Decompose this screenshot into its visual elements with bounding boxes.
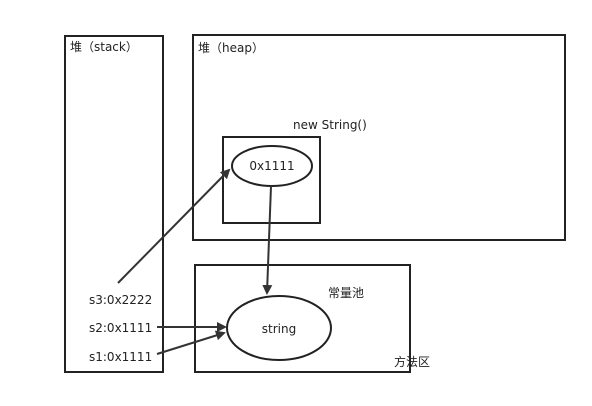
heap-title: 堆（heap）: [198, 41, 264, 55]
method-area-box: [194, 264, 411, 373]
heap-object-address: 0x1111: [249, 159, 294, 173]
constant-pool-label: 常量池: [328, 286, 364, 300]
stack-box: [64, 35, 164, 373]
arrow-s1-to-pool: [156, 330, 226, 355]
heap-object-oval: [231, 145, 313, 187]
heap-box: [192, 34, 566, 241]
stack-var-s3: s3:0x2222: [89, 293, 152, 307]
stack-title: 堆（stack）: [70, 40, 138, 54]
arrow-heap-object-to-pool: [262, 185, 273, 295]
stack-var-s1: s1:0x1111: [89, 350, 152, 364]
stack-var-s2: s2:0x1111: [89, 321, 152, 335]
constant-pool-value: string: [262, 322, 296, 336]
heap-object-label: new String(): [293, 118, 367, 132]
heap-object-box: [222, 136, 321, 224]
constant-pool-oval: [226, 295, 332, 361]
method-area-title: 方法区: [394, 354, 430, 369]
arrow-s3-to-heap-object: [117, 168, 231, 284]
